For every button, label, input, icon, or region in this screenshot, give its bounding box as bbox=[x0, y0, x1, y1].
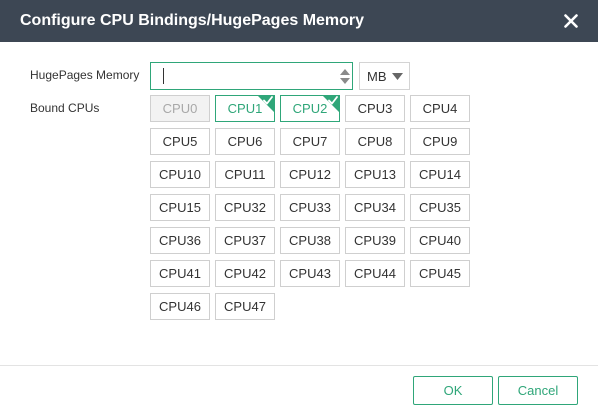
cpu-option[interactable]: CPU2 bbox=[280, 95, 340, 122]
text-caret bbox=[163, 68, 164, 84]
cpu-option-label: CPU12 bbox=[289, 167, 331, 182]
cpu-option[interactable]: CPU15 bbox=[150, 194, 210, 221]
cpu-option[interactable]: CPU45 bbox=[410, 260, 470, 287]
cpu-option-label: CPU4 bbox=[422, 101, 458, 116]
cpu-option[interactable]: CPU12 bbox=[280, 161, 340, 188]
close-button[interactable] bbox=[562, 12, 580, 30]
cpu-option-label: CPU32 bbox=[224, 200, 266, 215]
cpu-option[interactable]: CPU5 bbox=[150, 128, 210, 155]
chevron-down-icon bbox=[392, 73, 403, 80]
dialog-header: Configure CPU Bindings/HugePages Memory bbox=[0, 0, 598, 42]
footer-divider bbox=[0, 365, 598, 366]
cpu-option[interactable]: CPU38 bbox=[280, 227, 340, 254]
cpu-option-label: CPU2 bbox=[292, 101, 328, 116]
cpu-option-label: CPU6 bbox=[227, 134, 263, 149]
checkmark-icon bbox=[258, 96, 274, 112]
cpu-option-label: CPU10 bbox=[159, 167, 201, 182]
cpu-option[interactable]: CPU7 bbox=[280, 128, 340, 155]
cpu-option-label: CPU1 bbox=[227, 101, 263, 116]
cpu-option-label: CPU43 bbox=[289, 266, 331, 281]
unit-select-value: MB bbox=[367, 68, 387, 84]
cpu-option[interactable]: CPU8 bbox=[345, 128, 405, 155]
cpu-option[interactable]: CPU39 bbox=[345, 227, 405, 254]
cpu-option-label: CPU0 bbox=[162, 101, 198, 116]
cpu-option-label: CPU44 bbox=[354, 266, 396, 281]
close-icon bbox=[564, 14, 578, 28]
cpu-option[interactable]: CPU43 bbox=[280, 260, 340, 287]
cpu-option-label: CPU41 bbox=[159, 266, 201, 281]
cpu-option-label: CPU45 bbox=[419, 266, 461, 281]
cpu-option[interactable]: CPU42 bbox=[215, 260, 275, 287]
cpu-option[interactable]: CPU37 bbox=[215, 227, 275, 254]
cpu-option[interactable]: CPU13 bbox=[345, 161, 405, 188]
dialog-title: Configure CPU Bindings/HugePages Memory bbox=[20, 12, 365, 29]
cpu-option-label: CPU33 bbox=[289, 200, 331, 215]
triangle-up-icon[interactable] bbox=[339, 68, 350, 75]
cpu-option[interactable]: CPU33 bbox=[280, 194, 340, 221]
checkmark-icon bbox=[323, 96, 339, 112]
cpu-option[interactable]: CPU41 bbox=[150, 260, 210, 287]
cpu-option-label: CPU14 bbox=[419, 167, 461, 182]
cpu-option: CPU0 bbox=[150, 95, 210, 122]
cpu-option[interactable]: CPU40 bbox=[410, 227, 470, 254]
hugepages-input[interactable] bbox=[151, 63, 337, 89]
cpu-option-label: CPU3 bbox=[357, 101, 393, 116]
cpu-option-label: CPU46 bbox=[159, 299, 201, 314]
cpu-option[interactable]: CPU14 bbox=[410, 161, 470, 188]
cpu-option-label: CPU47 bbox=[224, 299, 266, 314]
cpu-option[interactable]: CPU35 bbox=[410, 194, 470, 221]
cpu-option[interactable]: CPU36 bbox=[150, 227, 210, 254]
cpu-option[interactable]: CPU10 bbox=[150, 161, 210, 188]
cpu-option[interactable]: CPU1 bbox=[215, 95, 275, 122]
cpu-option[interactable]: CPU32 bbox=[215, 194, 275, 221]
bound-cpus-label: Bound CPUs bbox=[30, 101, 100, 115]
hugepages-spinner bbox=[337, 63, 352, 89]
hugepages-label: HugePages Memory bbox=[30, 68, 140, 82]
triangle-down-icon[interactable] bbox=[339, 77, 350, 84]
cpu-option-label: CPU15 bbox=[159, 200, 201, 215]
cpu-option[interactable]: CPU34 bbox=[345, 194, 405, 221]
cpu-option-label: CPU5 bbox=[162, 134, 198, 149]
cpu-option-label: CPU13 bbox=[354, 167, 396, 182]
cancel-button[interactable]: Cancel bbox=[498, 376, 578, 405]
cpu-option-label: CPU38 bbox=[289, 233, 331, 248]
ok-button[interactable]: OK bbox=[413, 376, 493, 405]
cpu-option[interactable]: CPU6 bbox=[215, 128, 275, 155]
cpu-option-label: CPU7 bbox=[292, 134, 328, 149]
cpu-option[interactable]: CPU9 bbox=[410, 128, 470, 155]
cpu-option-label: CPU34 bbox=[354, 200, 396, 215]
cpu-option-label: CPU8 bbox=[357, 134, 393, 149]
hugepages-input-wrapper bbox=[150, 62, 353, 90]
cpu-option[interactable]: CPU11 bbox=[215, 161, 275, 188]
cpu-option-label: CPU39 bbox=[354, 233, 396, 248]
unit-select[interactable]: MB bbox=[359, 62, 410, 90]
cpu-option-label: CPU42 bbox=[224, 266, 266, 281]
cpu-option-label: CPU9 bbox=[422, 134, 458, 149]
cpu-option-label: CPU36 bbox=[159, 233, 201, 248]
cpu-option-label: CPU35 bbox=[419, 200, 461, 215]
cpu-option[interactable]: CPU3 bbox=[345, 95, 405, 122]
cpu-option[interactable]: CPU44 bbox=[345, 260, 405, 287]
cpu-option-label: CPU11 bbox=[224, 167, 266, 182]
cpu-option[interactable]: CPU47 bbox=[215, 293, 275, 320]
cpu-option[interactable]: CPU4 bbox=[410, 95, 470, 122]
cpu-option-label: CPU40 bbox=[419, 233, 461, 248]
cpu-option-label: CPU37 bbox=[224, 233, 266, 248]
cpu-option[interactable]: CPU46 bbox=[150, 293, 210, 320]
